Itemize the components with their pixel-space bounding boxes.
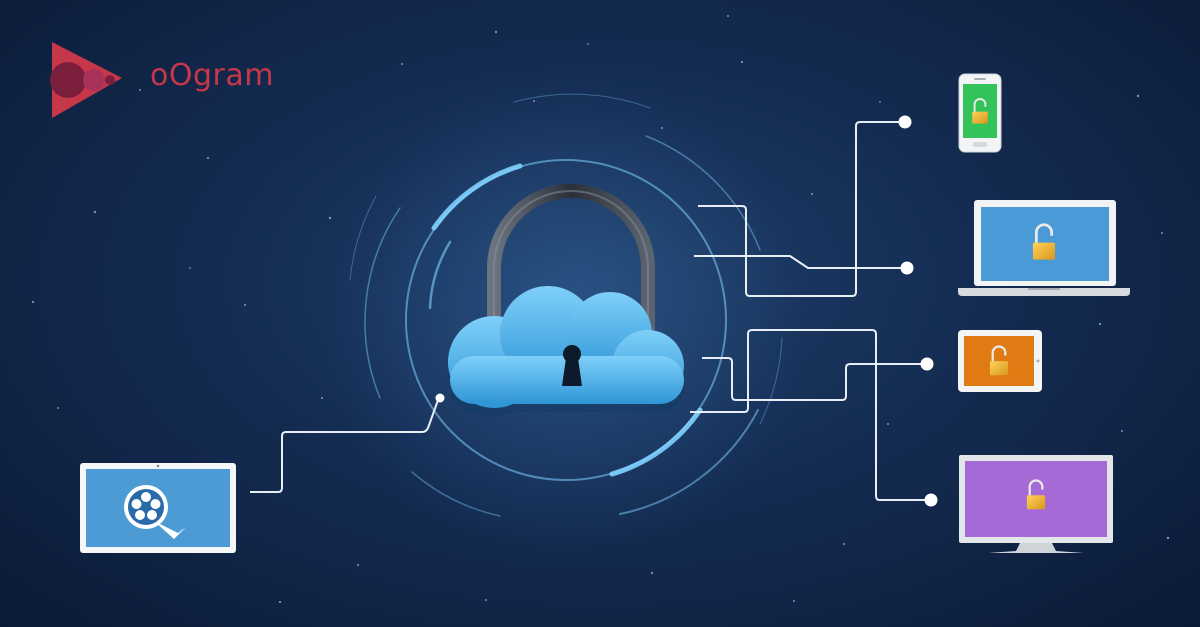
security-rings <box>349 93 783 517</box>
node-tv <box>924 493 938 507</box>
node-smartphone <box>898 115 912 129</box>
source-tablet <box>80 463 236 553</box>
node-tablet <box>920 357 934 371</box>
target-tablet <box>958 330 1042 392</box>
node-laptop <box>900 261 914 275</box>
film-reel-icon <box>124 485 186 539</box>
target-laptop <box>958 200 1130 296</box>
cloud-padlock-icon <box>448 184 684 416</box>
connection-nodes <box>435 115 938 507</box>
target-tv <box>959 455 1113 553</box>
target-smartphone <box>958 73 1002 153</box>
node-source <box>435 393 445 403</box>
connection-lines <box>250 121 930 501</box>
brand-name: oOgram <box>150 58 274 93</box>
play-circles-logo-icon <box>50 42 122 118</box>
